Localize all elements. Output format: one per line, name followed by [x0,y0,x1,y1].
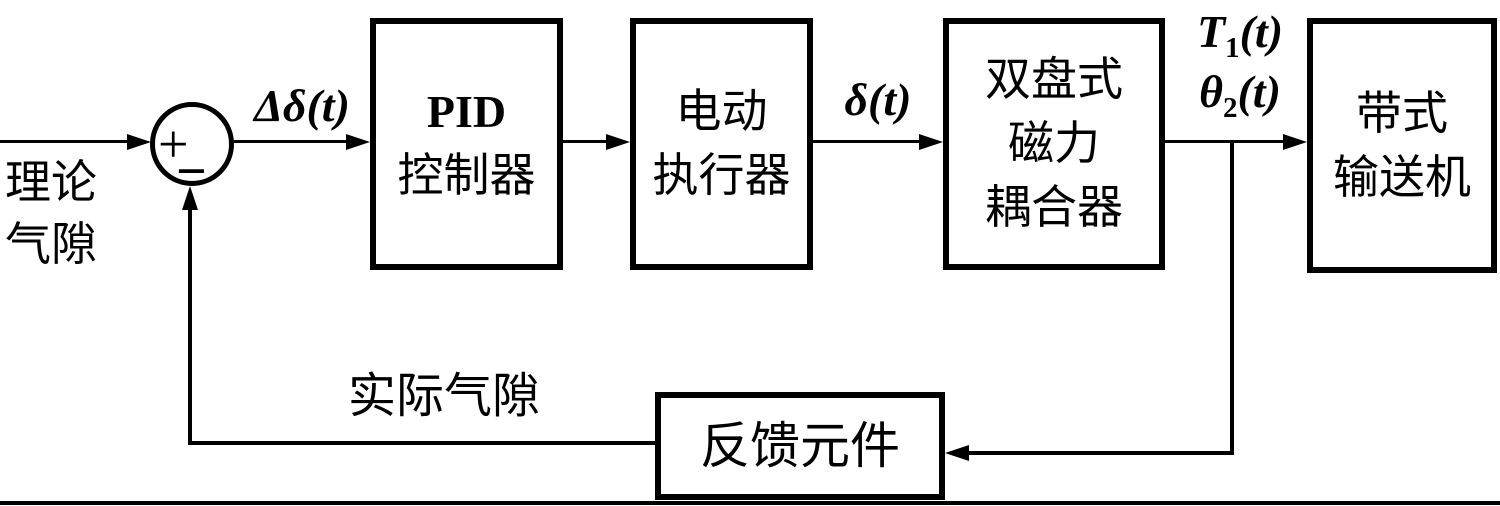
block-magnetic-coupler: 双盘式 磁力 耦合器 [943,18,1165,270]
output-arrowhead-icon [1283,134,1307,150]
error-signal-label: Δδ(t) [254,80,350,131]
torque-base: T [1196,6,1226,57]
feedback-block-label: 反馈元件 [700,418,900,474]
angle-signal-label: θ2(t) [1172,62,1308,124]
reference-input-label: 理论 气隙 [5,152,97,276]
pid-to-actuator-line [563,140,608,143]
block-belt-conveyor: 带式 输送机 [1307,18,1497,273]
torque-arg: (t) [1239,6,1284,57]
angle-arg: (t) [1237,66,1281,117]
torque-subscript: 1 [1225,32,1240,64]
control-arrowhead-icon [919,134,943,150]
error-arrowhead-icon [346,134,370,150]
feedback-up-arrowhead-icon [182,186,198,210]
input-arrowhead-icon [127,134,151,150]
feedback-in-arrowhead-icon [945,445,969,461]
coupler-block-line3: 耦合器 [985,182,1123,233]
pid-to-actuator-arrowhead-icon [606,134,630,150]
pid-block-line1: PID [426,86,507,137]
coupler-block-line1: 双盘式 [985,54,1123,105]
conveyor-block-line2: 输送机 [1333,151,1471,203]
actuator-block-line2: 执行器 [652,150,791,201]
actuator-block-line1: 电动 [675,86,768,137]
error-line [234,140,348,143]
output-signal-labels: T1(t) θ2(t) [1172,2,1308,124]
control-line [813,140,921,143]
pid-block-line2: 控制器 [397,150,536,201]
block-feedback-element: 反馈元件 [655,392,945,500]
angle-base: θ [1199,66,1223,117]
reference-input-label-line2: 气隙 [5,219,97,270]
feedback-signal-label: 实际气隙 [348,370,541,423]
block-pid-controller: PID 控制器 [370,18,563,270]
feedback-return-vertical-line [188,206,192,445]
plus-sign: + [158,114,189,174]
summing-junction [150,102,234,186]
coupler-block-line2: 磁力 [1008,118,1100,169]
torque-signal-label: T1(t) [1172,2,1308,64]
bottom-rule-line [0,501,1500,505]
control-signal-label: δ(t) [844,74,912,125]
block-electric-actuator: 电动 执行器 [630,18,813,270]
output-line [1165,140,1285,143]
reference-input-label-line1: 理论 [5,157,97,208]
feedback-tap-horizontal-line [967,451,1234,455]
angle-subscript: 2 [1222,92,1238,124]
conveyor-block-line1: 带式 [1356,87,1448,139]
input-line [0,140,128,143]
feedback-return-horizontal-line [190,441,655,445]
feedback-tap-vertical-line [1230,142,1234,455]
